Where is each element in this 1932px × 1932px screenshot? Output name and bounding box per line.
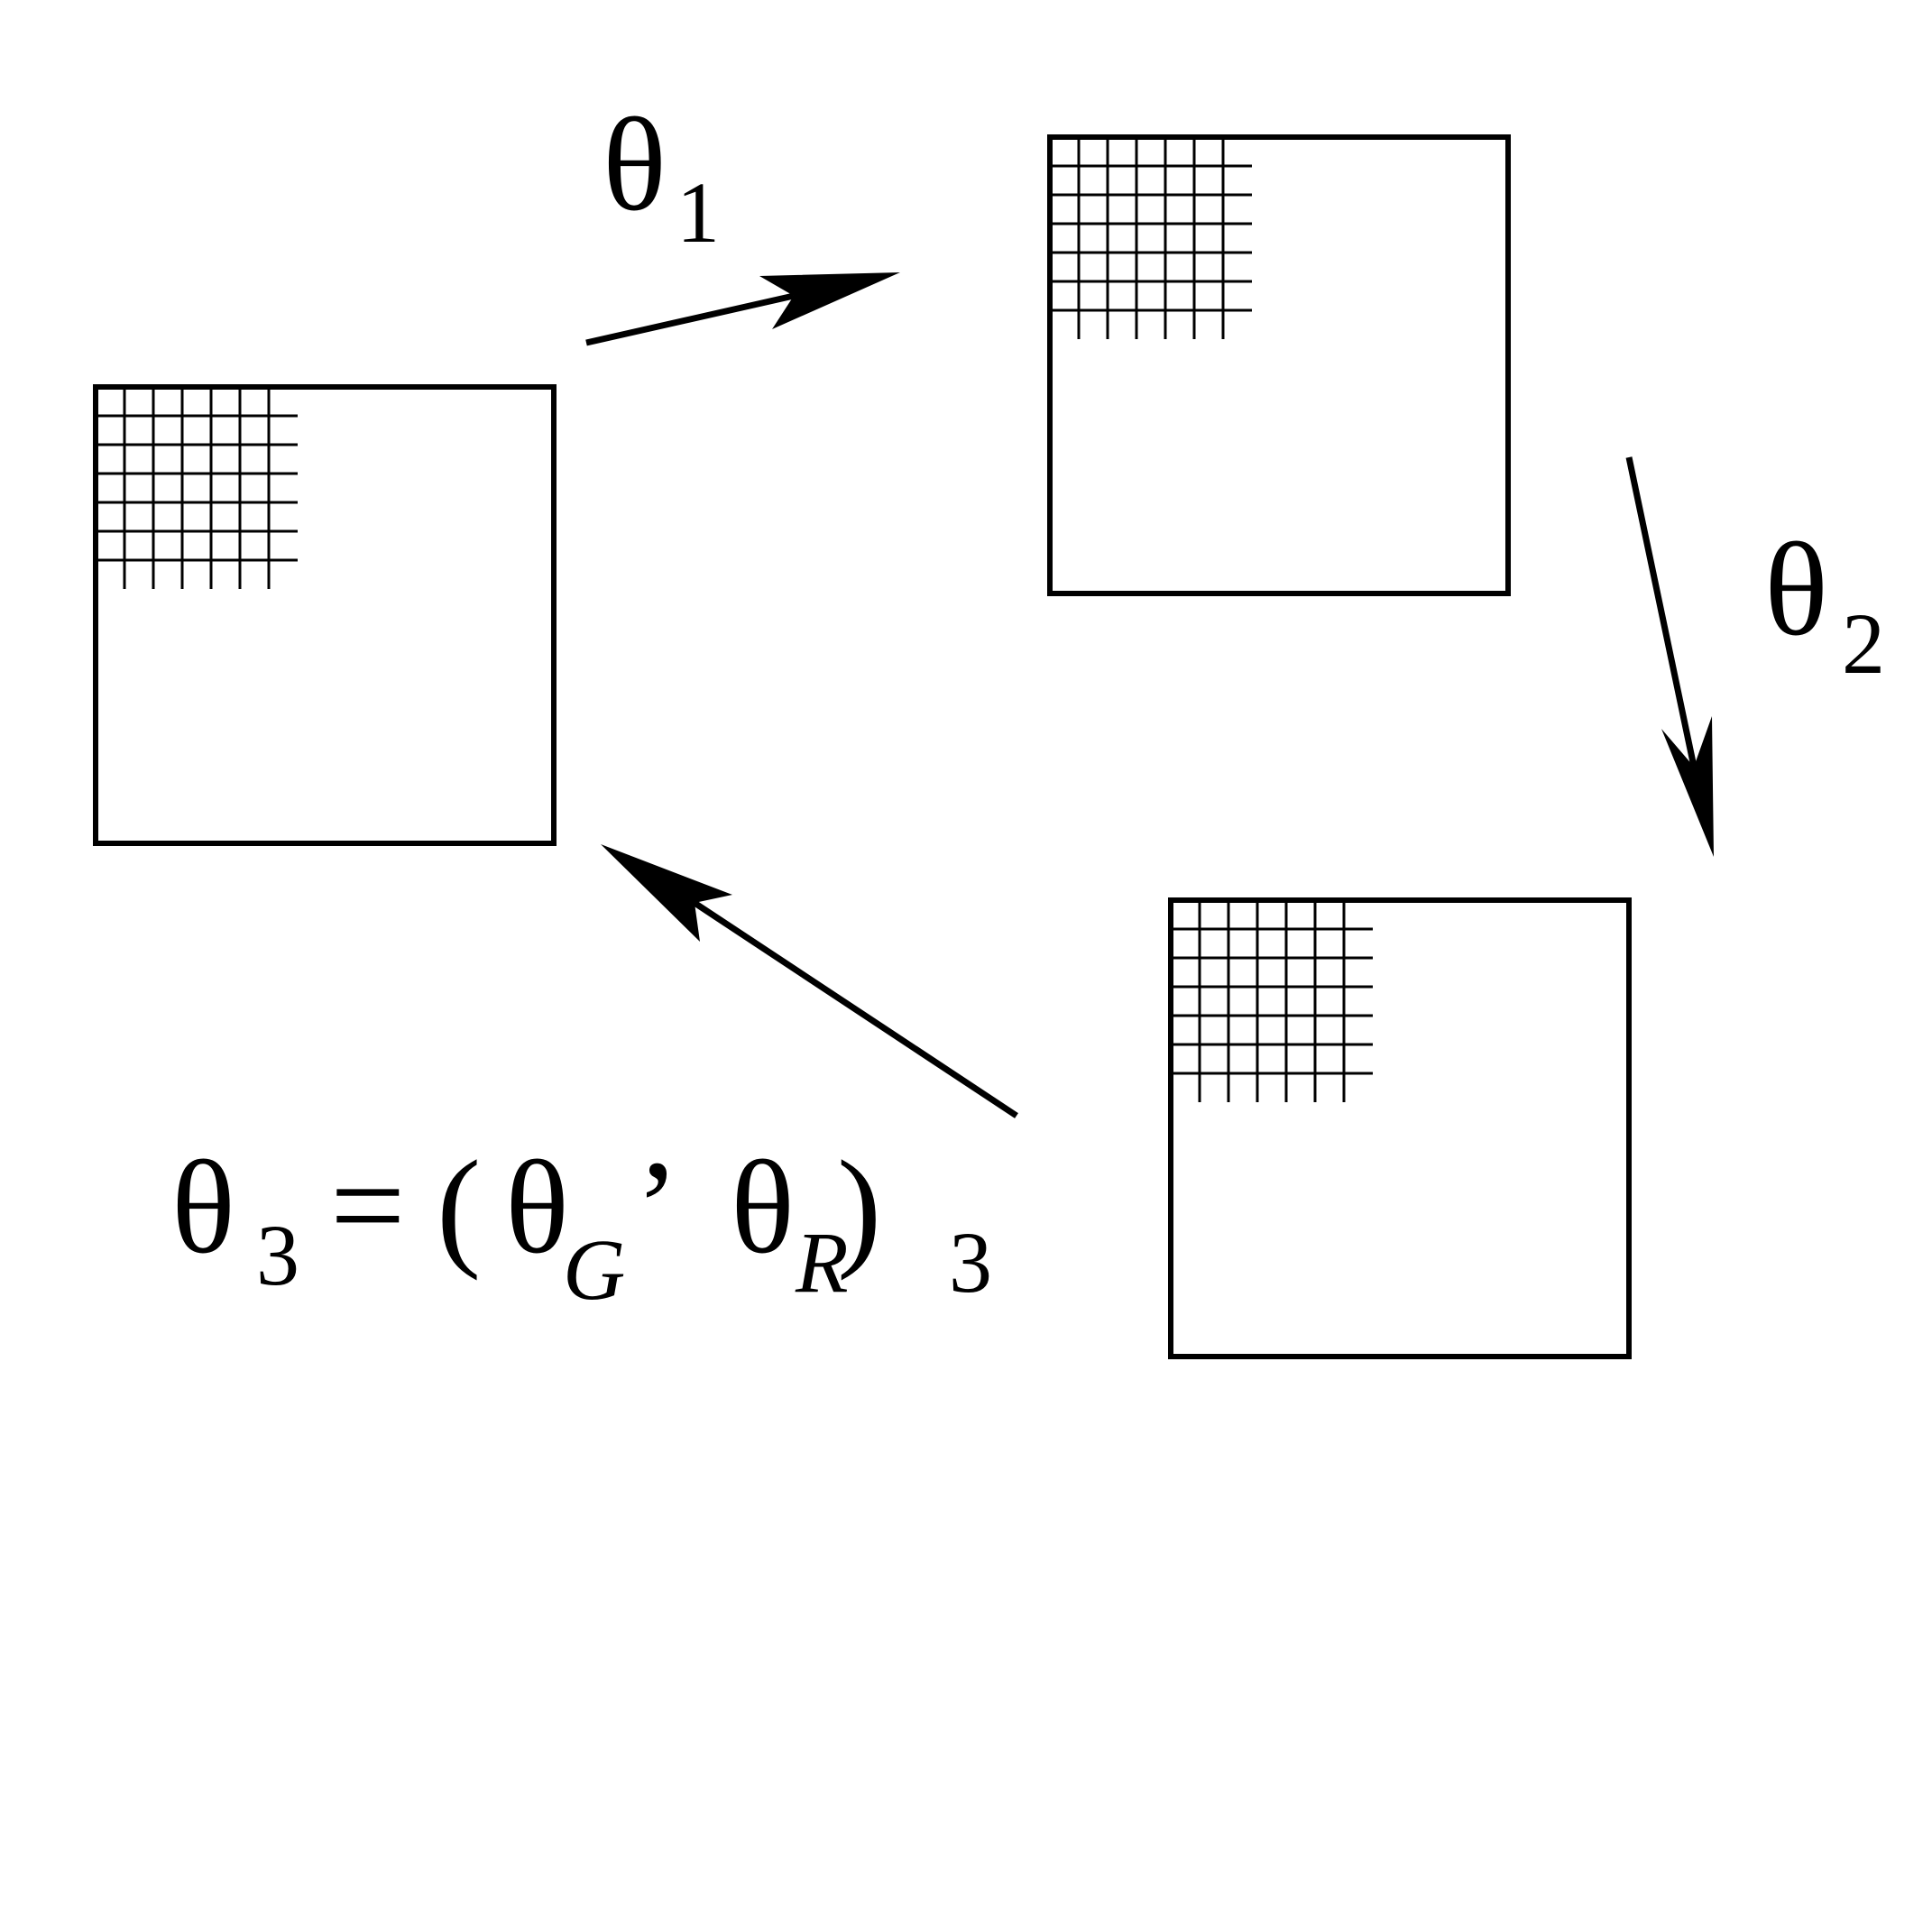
comma: ’ xyxy=(635,1134,679,1282)
equals-sign: = xyxy=(330,1132,405,1280)
close-paren: ) xyxy=(837,1134,881,1282)
arrow-theta3 xyxy=(601,844,1018,1118)
grid-patch-left xyxy=(96,387,298,589)
label-theta2: θ 2 xyxy=(1764,516,1885,692)
frame-left xyxy=(93,384,557,846)
theta-g-symbol: θ xyxy=(505,1134,569,1282)
grid-patch-bottom-right xyxy=(1171,900,1373,1102)
arrow-theta2 xyxy=(1625,456,1714,857)
label-theta1: θ 1 xyxy=(603,91,720,261)
theta-r-subscript: R xyxy=(795,1214,849,1311)
theta1-symbol: θ xyxy=(603,91,667,239)
arrow-theta1 xyxy=(585,272,900,346)
open-paren: ( xyxy=(437,1134,481,1282)
theta1-subscript: 1 xyxy=(676,164,720,261)
outer-subscript: 3 xyxy=(949,1214,992,1311)
frame-bottom-right xyxy=(1168,897,1632,1359)
theta-r-symbol: θ xyxy=(731,1134,795,1282)
theta-g-subscript: G xyxy=(563,1221,625,1318)
frame-top-right xyxy=(1047,134,1511,596)
theta3-subscript: 3 xyxy=(256,1207,299,1303)
theta2-symbol: θ xyxy=(1764,516,1828,664)
theta2-subscript: 2 xyxy=(1842,595,1885,692)
grid-patch-top-right xyxy=(1050,137,1252,339)
label-theta3-equation: θ 3 = ( θ G ’ θ R ) 3 xyxy=(171,1132,992,1318)
theta3-symbol: θ xyxy=(171,1134,235,1282)
